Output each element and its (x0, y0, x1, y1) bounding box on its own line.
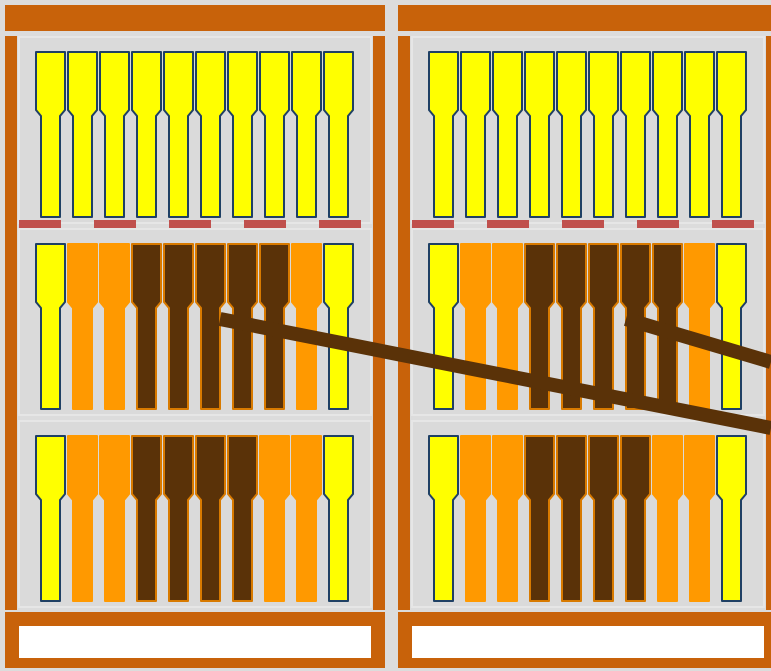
tube-yellow[interactable] (428, 243, 459, 410)
tube-brown[interactable] (556, 243, 587, 410)
tube-brown[interactable] (131, 243, 162, 410)
tube-brown[interactable] (195, 435, 226, 602)
tube-orange[interactable] (291, 435, 322, 602)
tube-yellow[interactable] (716, 243, 747, 410)
tube-row-2 (18, 228, 372, 416)
tube-yellow[interactable] (716, 51, 747, 218)
tube-yellow[interactable] (163, 51, 194, 218)
tube-yellow[interactable] (716, 435, 747, 602)
panel-top-bar (5, 5, 385, 31)
answer-box[interactable] (19, 626, 371, 658)
answer-box[interactable] (412, 626, 764, 658)
tube-brown[interactable] (227, 435, 258, 602)
tube-orange[interactable] (67, 435, 98, 602)
rods (218, 312, 771, 435)
tube-row-3 (411, 420, 765, 608)
tube-yellow[interactable] (323, 435, 354, 602)
tube-orange[interactable] (684, 243, 715, 410)
tube-yellow[interactable] (35, 435, 66, 602)
tube-yellow[interactable] (428, 435, 459, 602)
tube-brown[interactable] (524, 435, 555, 602)
panel-top-bar (398, 5, 771, 31)
tube-brown[interactable] (163, 435, 194, 602)
tube-orange[interactable] (492, 435, 523, 602)
tube-brown[interactable] (556, 435, 587, 602)
tube-yellow[interactable] (131, 51, 162, 218)
shelf-marker (319, 220, 361, 230)
tube-yellow[interactable] (492, 51, 523, 218)
tube-orange[interactable] (291, 243, 322, 410)
tube-yellow[interactable] (291, 51, 322, 218)
right-panel (398, 5, 771, 668)
tube-row-2 (411, 228, 765, 416)
shelf-marker (562, 220, 604, 230)
tube-orange[interactable] (99, 243, 130, 410)
rod-left[interactable] (218, 312, 771, 435)
tube-yellow[interactable] (99, 51, 130, 218)
tube-row-1 (18, 36, 372, 230)
tube-yellow[interactable] (67, 51, 98, 218)
tube-row-3 (18, 420, 372, 608)
tube-yellow[interactable] (684, 51, 715, 218)
tube-yellow[interactable] (652, 51, 683, 218)
rod-right[interactable] (624, 312, 771, 369)
tube-yellow[interactable] (323, 51, 354, 218)
tube-yellow[interactable] (35, 243, 66, 410)
tube-yellow[interactable] (195, 51, 226, 218)
tube-yellow[interactable] (259, 51, 290, 218)
tube-orange[interactable] (460, 243, 491, 410)
tube-yellow[interactable] (620, 51, 651, 218)
tube-brown[interactable] (588, 243, 619, 410)
shelf-marker (487, 220, 529, 230)
shelf-marker (94, 220, 136, 230)
tube-orange[interactable] (652, 435, 683, 602)
tube-yellow[interactable] (460, 51, 491, 218)
shelf-marker (637, 220, 679, 230)
tube-orange[interactable] (684, 435, 715, 602)
panel-right-post (766, 36, 771, 610)
tube-brown[interactable] (195, 243, 226, 410)
panel-left-post (5, 36, 17, 610)
tube-brown[interactable] (524, 243, 555, 410)
tube-orange[interactable] (460, 435, 491, 602)
tube-orange[interactable] (259, 435, 290, 602)
tube-yellow[interactable] (524, 51, 555, 218)
tube-yellow[interactable] (556, 51, 587, 218)
tube-row-1 (411, 36, 765, 230)
tube-brown[interactable] (131, 435, 162, 602)
panel-left-post (398, 36, 410, 610)
shelf-marker (244, 220, 286, 230)
tube-orange[interactable] (67, 243, 98, 410)
panel-right-post (373, 36, 385, 610)
shelf-marker (169, 220, 211, 230)
tube-brown[interactable] (588, 435, 619, 602)
shelf-marker (712, 220, 754, 230)
shelf-marker (412, 220, 454, 230)
tube-yellow[interactable] (227, 51, 258, 218)
tube-yellow[interactable] (428, 51, 459, 218)
tube-orange[interactable] (99, 435, 130, 602)
tube-yellow[interactable] (35, 51, 66, 218)
tube-brown[interactable] (163, 243, 194, 410)
tube-yellow[interactable] (588, 51, 619, 218)
tube-brown[interactable] (620, 435, 651, 602)
shelf-marker (19, 220, 61, 230)
tube-yellow[interactable] (323, 243, 354, 410)
